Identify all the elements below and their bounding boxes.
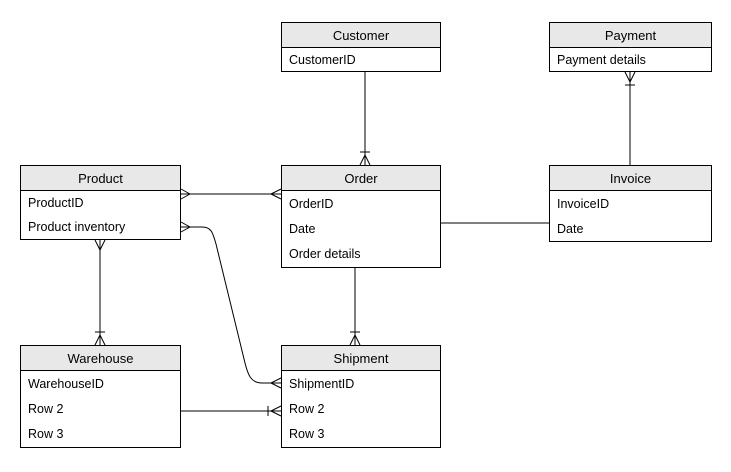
entity-attribute: CustomerID	[289, 52, 356, 67]
entity-title: Customer	[282, 23, 440, 48]
entity-attribute: ShipmentID	[289, 376, 355, 391]
entity-product[interactable]: Product ProductID Product inventory	[20, 165, 181, 240]
entity-attribute: Row 2	[289, 401, 325, 416]
entity-attribute: Product inventory	[28, 220, 126, 234]
entity-customer[interactable]: Customer CustomerID	[281, 22, 441, 72]
connector-order-shipment[interactable]	[349, 268, 361, 346]
crowsfoot-icon	[180, 188, 191, 200]
crowsfoot-icon	[180, 221, 191, 233]
entity-shipment[interactable]: Shipment ShipmentID Row 2 Row 3	[281, 345, 441, 448]
connector-product-order[interactable]	[180, 188, 282, 200]
entity-title: Product	[21, 166, 180, 191]
entity-attribute: Row 3	[28, 427, 64, 442]
crowsfoot-icon	[270, 405, 282, 417]
entity-title: Payment	[550, 23, 711, 48]
connector-warehouse-shipment[interactable]	[181, 405, 282, 417]
connector-invoice-payment[interactable]	[624, 71, 636, 165]
entity-attribute: InvoiceID	[557, 196, 610, 211]
entity-attribute: Date	[557, 221, 584, 236]
crowsfoot-icon	[349, 334, 361, 346]
entity-attribute: Order details	[289, 247, 361, 262]
crowsfoot-icon	[624, 71, 636, 83]
entity-attribute: OrderID	[289, 196, 334, 211]
entity-attribute: Row 3	[289, 427, 325, 442]
crowsfoot-icon	[270, 188, 282, 200]
connector-line	[190, 226, 271, 384]
entity-warehouse[interactable]: Warehouse WarehouseID Row 2 Row 3	[20, 345, 181, 448]
entity-title: Order	[282, 166, 440, 191]
crowsfoot-icon	[359, 154, 371, 166]
crowsfoot-icon	[270, 377, 282, 389]
entity-title: Invoice	[550, 166, 711, 191]
entity-attribute: Payment details	[557, 52, 646, 67]
entity-order[interactable]: Order OrderID Date Order details	[281, 165, 441, 268]
entity-payment[interactable]: Payment Payment details	[549, 22, 712, 72]
crowsfoot-icon	[94, 239, 106, 251]
entity-title: Shipment	[282, 346, 440, 371]
connector-product-warehouse[interactable]	[94, 239, 106, 346]
entity-invoice[interactable]: Invoice InvoiceID Date	[549, 165, 712, 242]
entity-attribute: WarehouseID	[28, 376, 104, 391]
entity-title: Warehouse	[21, 346, 180, 371]
entity-attribute: Date	[289, 221, 316, 236]
entity-attribute: ProductID	[28, 196, 84, 210]
entity-attribute: Row 2	[28, 401, 64, 416]
connector-customer-order[interactable]	[359, 72, 371, 166]
connector-product-shipment[interactable]	[180, 221, 282, 389]
crowsfoot-icon	[94, 334, 106, 346]
